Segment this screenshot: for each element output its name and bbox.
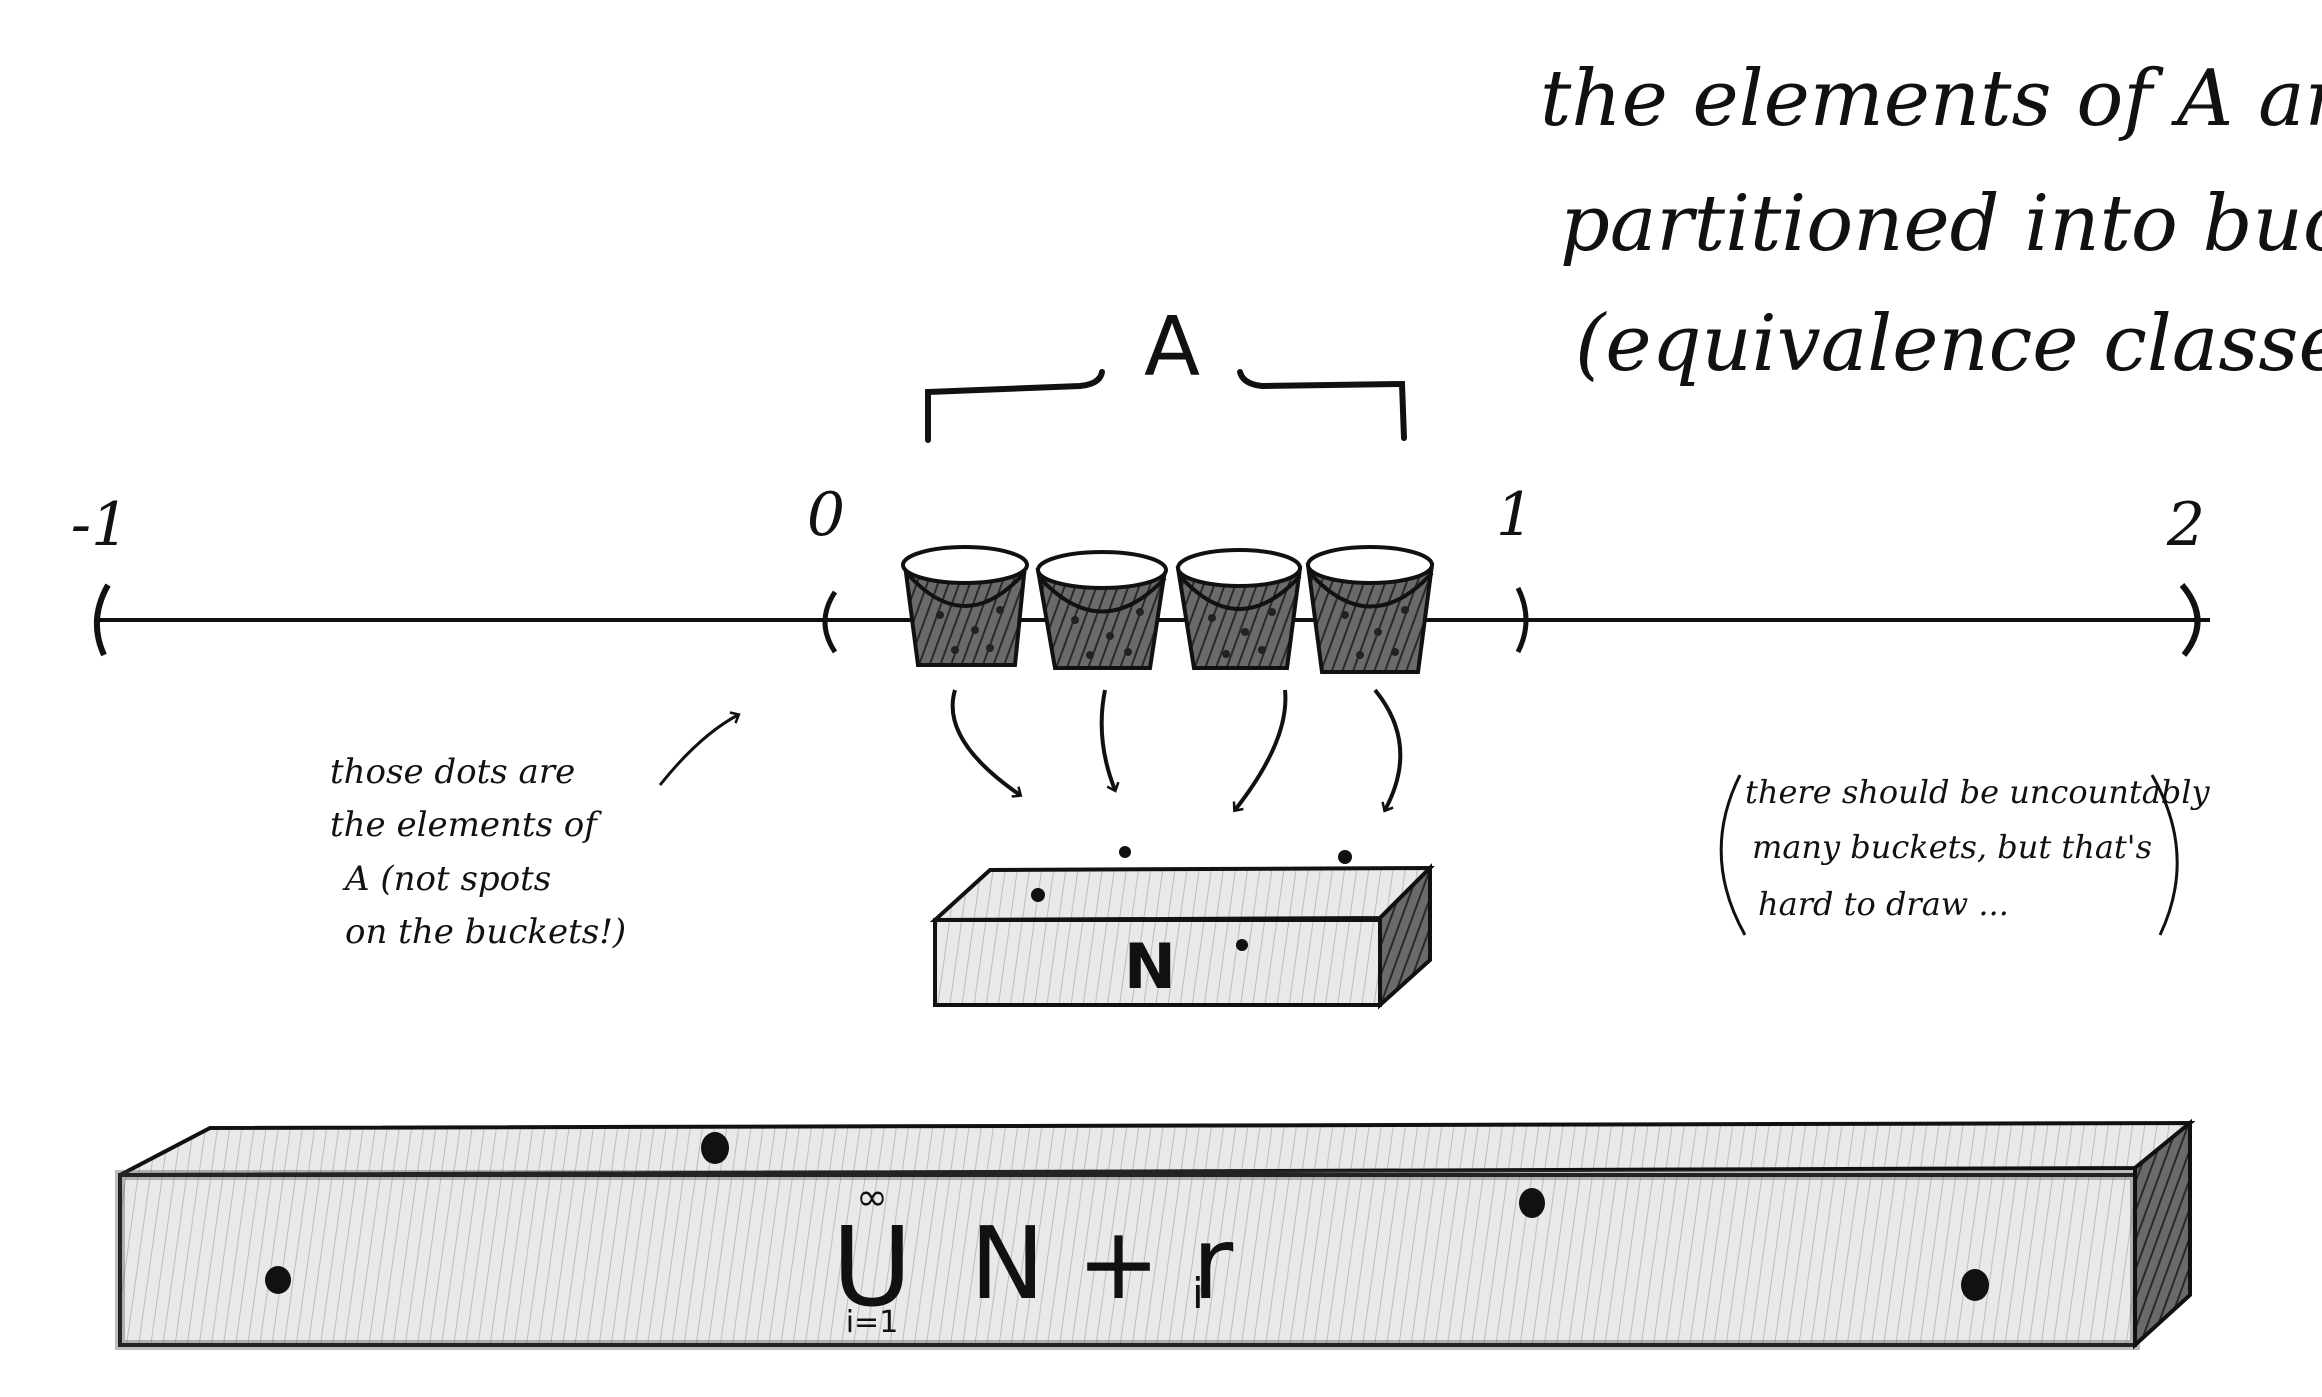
tick-label-1: 1	[1496, 480, 1534, 550]
arrow-bucket-3	[1232, 689, 1288, 813]
element-dot	[1236, 939, 1248, 951]
bucket-2	[1035, 550, 1168, 670]
right-arrow-tip	[2179, 583, 2201, 657]
element-dot	[1961, 1269, 1989, 1301]
union-box	[115, 1118, 2196, 1350]
tick-label-2: 2	[2166, 490, 2205, 560]
arrow-bucket-2	[1099, 689, 1120, 793]
left-note-arrow	[658, 711, 741, 786]
left-arrow-tip	[93, 583, 111, 657]
left-note-line-2: the elements of	[330, 805, 602, 845]
tick-label-0: 0	[807, 480, 845, 550]
element-dot	[1519, 1188, 1545, 1218]
left-note-line-3: A (not spots	[342, 859, 551, 899]
title-line-1: the elements of A are	[1540, 54, 2322, 144]
title-line-3: (equivalence classes)	[1575, 299, 2322, 389]
arrow-bucket-4	[1373, 688, 1403, 813]
left-note-line-4: on the buckets!)	[345, 912, 626, 952]
bucket-1	[901, 545, 1029, 667]
union-lower-bound: i=1	[846, 1305, 899, 1340]
union-subscript: i	[1192, 1269, 1204, 1318]
union-upper-bound: ∞	[856, 1175, 888, 1219]
set-label: A	[1144, 300, 1200, 395]
arrow-bucket-1	[950, 689, 1023, 798]
right-note-line-1: there should be uncountably	[1745, 773, 2210, 811]
bucket-4	[1305, 545, 1435, 674]
right-note-open-paren	[1719, 774, 1747, 936]
n-box-label: N	[1124, 930, 1176, 1003]
right-note-line-3: hard to draw ...	[1758, 885, 2009, 923]
title-line-2: partitioned into buckets	[1560, 179, 2322, 269]
bucket-3	[1175, 548, 1303, 670]
n-box	[929, 846, 1435, 1010]
element-dot	[701, 1132, 729, 1164]
open-bracket-zero	[822, 590, 838, 654]
right-note-line-2: many buckets, but that's	[1752, 828, 2152, 866]
element-dot	[1031, 888, 1045, 902]
left-note-line-1: those dots are	[330, 752, 575, 792]
element-dot	[265, 1266, 291, 1294]
element-dot	[1119, 846, 1131, 858]
union-body: N + r	[970, 1205, 1234, 1322]
set-brace	[925, 369, 1407, 443]
right-note-close-paren	[2150, 774, 2179, 936]
union-symbol: U	[832, 1203, 913, 1331]
element-dot	[1338, 850, 1352, 864]
bracket-one	[1515, 586, 1529, 654]
tick-label-neg1: -1	[71, 490, 129, 560]
